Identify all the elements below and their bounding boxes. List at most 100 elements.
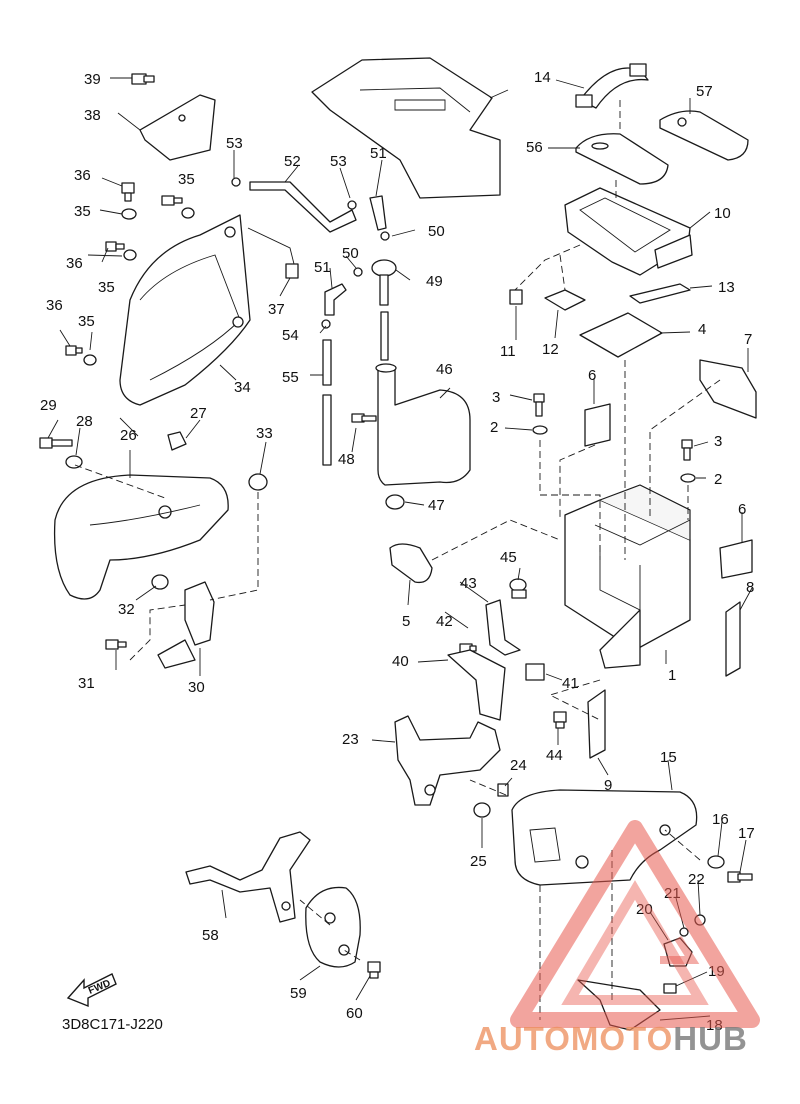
hose-49-lower: [380, 311, 389, 361]
washer-28: [65, 455, 83, 469]
callout-1: 1: [668, 667, 676, 684]
washer-35-d: [83, 354, 97, 366]
part-8-pad: [725, 601, 741, 677]
callout-7: 7: [744, 331, 752, 348]
bolt-3-left: [533, 393, 545, 417]
callout-50b: 50: [342, 245, 359, 262]
callout-52: 52: [284, 153, 301, 170]
callout-57: 58: [202, 927, 219, 944]
part-40-bracket: [447, 649, 506, 721]
callout-4: 4: [698, 321, 706, 338]
watermark-triangle-logo: [510, 820, 760, 1028]
callout-32: 32: [118, 601, 135, 618]
callout-46: 46: [436, 361, 453, 378]
bolt-19: [663, 983, 677, 994]
part-26-left-cover: [53, 474, 229, 600]
part-41-block: [525, 663, 545, 681]
callout-23: 23: [342, 731, 359, 748]
callout-59: 60: [346, 1005, 363, 1022]
callout-56: 57: [696, 83, 713, 100]
part-58-cover: [305, 886, 361, 968]
bolt-24: [497, 783, 509, 797]
washer-2-left: [532, 425, 548, 435]
callout-26: 26: [120, 427, 137, 444]
washer-2-right: [680, 473, 696, 483]
callout-34: 34: [234, 379, 251, 396]
callout-39: 39: [84, 71, 101, 88]
callout-51a: 51: [370, 145, 387, 162]
bolt-39: [131, 73, 155, 85]
callout-40: 40: [392, 653, 409, 670]
callout-35b: 35: [74, 203, 91, 220]
part-45-fitting: [509, 578, 527, 599]
part-38-bracket: [139, 94, 216, 161]
part-47-grommet: [385, 494, 405, 510]
callout-49: 49: [426, 273, 443, 290]
bolt-36-b: [161, 195, 183, 206]
part-51-elbow-upper: [369, 195, 387, 231]
part-6-pad-left: [584, 403, 611, 447]
washer-35-c: [123, 249, 137, 261]
callout-30: 30: [188, 679, 205, 696]
callout-3a: 3: [492, 389, 500, 406]
part-9-pad: [587, 689, 606, 759]
part-6-pad-right: [719, 539, 753, 579]
callout-55: 56: [526, 139, 543, 156]
callout-11: 11: [500, 343, 516, 360]
brand-hub: HUB: [673, 1020, 748, 1057]
part-57-bracket: [185, 831, 311, 923]
callout-2a: 2: [490, 419, 498, 436]
part-7-pad: [699, 359, 757, 419]
part-30-bracket: [157, 581, 215, 669]
callout-38: 38: [84, 107, 101, 124]
callout-58: 59: [290, 985, 307, 1002]
grommet-32: [151, 574, 169, 590]
bolt-31: [105, 639, 127, 650]
watermark-brand: AUTOMOTOHUB: [474, 1020, 748, 1058]
callout-31: 31: [78, 675, 95, 692]
callout-29: 29: [40, 397, 57, 414]
part-56-pad: [659, 110, 749, 161]
forward-arrow-icon: FWD: [66, 973, 117, 1008]
callout-35a: 35: [178, 171, 195, 188]
callout-25: 25: [470, 853, 487, 870]
callout-16: 16: [712, 811, 729, 828]
grommet-33: [248, 473, 268, 491]
callout-41: 41: [562, 675, 579, 692]
callout-10: 10: [714, 205, 731, 222]
callout-36a: 36: [74, 167, 91, 184]
part-54-hose: [322, 339, 332, 386]
part-14-strap: [575, 63, 649, 109]
part-55-pad: [575, 133, 669, 185]
callout-6a: 6: [588, 367, 596, 384]
callout-5: 5: [402, 613, 410, 630]
part-11-clip: [509, 289, 523, 305]
bolt-36-c: [105, 241, 125, 252]
callout-53b: 53: [330, 153, 347, 170]
callout-36b: 36: [66, 255, 83, 272]
clamp-53-upper-left: [231, 177, 241, 187]
bolt-29: [39, 437, 73, 449]
part-10-tray: [564, 187, 693, 276]
clamp-53-lower: [321, 319, 331, 329]
callout-28: 28: [76, 413, 93, 430]
callout-35d: 35: [78, 313, 95, 330]
callout-20: 20: [636, 901, 653, 918]
callout-47: 47: [428, 497, 445, 514]
part-34-side-panel: [119, 214, 251, 406]
clamp-53-upper-right: [347, 200, 357, 210]
callout-50a: 50: [428, 223, 445, 240]
callout-42: 42: [436, 613, 453, 630]
bolt-48: [351, 413, 377, 423]
callout-15: 15: [660, 749, 677, 766]
callout-51b: 51: [314, 259, 331, 276]
callout-54: 55: [282, 369, 299, 386]
callout-13: 13: [718, 279, 735, 296]
callout-14: 14: [534, 69, 551, 86]
callout-3b: 3: [714, 433, 722, 450]
clip-27: [167, 431, 187, 451]
part-49-fitting: [371, 259, 397, 306]
part-15-right-cover: [511, 789, 698, 886]
part-51-elbow-lower: [324, 283, 347, 316]
bolt-3-right: [681, 439, 693, 461]
